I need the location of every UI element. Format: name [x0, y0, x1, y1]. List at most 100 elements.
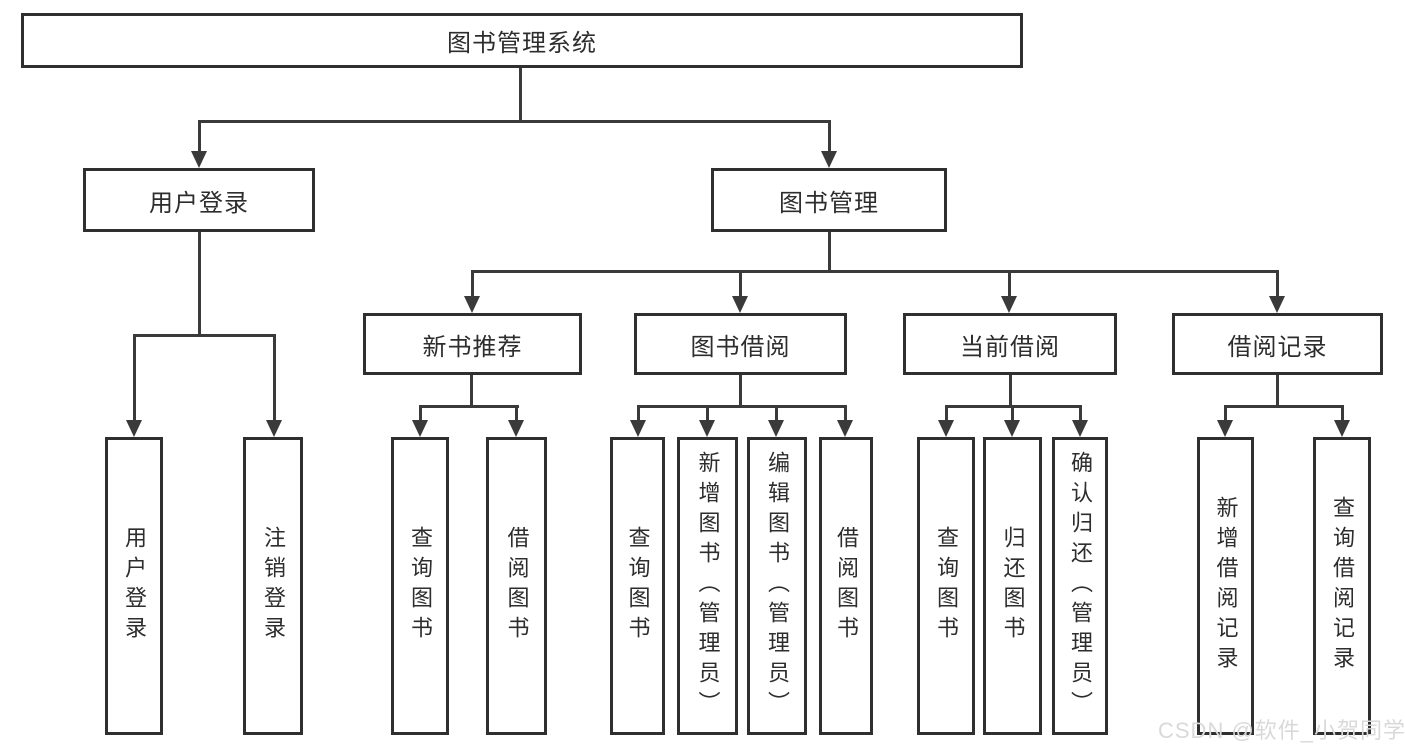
arrow-shaft [272, 334, 276, 423]
leaf-return-book: 归还图书 [983, 437, 1042, 735]
node-borrow-records: 借阅记录 [1172, 313, 1383, 375]
arrow-to-book-management [821, 120, 837, 168]
arrow-to-borrow-book-1 [508, 405, 524, 437]
connector-borrow-records-drop [1276, 375, 1279, 408]
leaf-confirm-return-admin: 确认归还（管理员） [1052, 437, 1108, 735]
arrow-head-icon [266, 420, 282, 437]
node-book-borrow-label: 图书借阅 [690, 333, 791, 361]
arrow-head-icon [821, 151, 837, 168]
arrow-to-book-borrow [732, 270, 748, 313]
node-library-system: 图书管理系统 [21, 13, 1023, 68]
node-current-borrow: 当前借阅 [903, 313, 1117, 375]
arrow-to-return-book [1004, 405, 1020, 437]
leaf-user-login: 用户登录 [105, 437, 163, 735]
connector-book-mgmt-span [471, 270, 1278, 273]
leaf-return-book-label: 归还图书 [1000, 526, 1026, 646]
leaf-add-book-admin: 新增图书（管理员） [677, 437, 738, 735]
arrow-head-icon [1001, 296, 1017, 313]
leaf-query-book-2-label: 查询图书 [625, 526, 651, 646]
arrow-to-new-books [464, 270, 480, 313]
arrow-head-icon [699, 420, 715, 437]
connector-book-borrow-drop [739, 375, 742, 408]
leaf-add-book-admin-label: 新增图书（管理员） [695, 451, 721, 721]
leaf-query-borrow-record: 查询借阅记录 [1313, 437, 1371, 735]
leaf-logout-label: 注销登录 [261, 526, 286, 646]
arrow-to-user-login [191, 120, 207, 168]
arrow-to-add-book [699, 405, 715, 437]
arrow-shaft [1223, 405, 1227, 423]
arrow-to-query-book-3 [938, 405, 954, 437]
arrow-to-current-borrow [1001, 270, 1017, 313]
leaf-borrow-book-2-label: 借阅图书 [834, 526, 859, 646]
leaf-edit-book-admin-label: 编辑图书（管理员） [765, 451, 790, 721]
arrow-to-query-record [1334, 405, 1350, 437]
arrow-shaft [132, 334, 136, 423]
node-user-login: 用户登录 [83, 168, 315, 232]
leaf-borrow-book-1-label: 借阅图书 [504, 526, 530, 646]
arrow-shaft [827, 120, 831, 154]
arrow-to-login [126, 334, 142, 437]
csdn-watermark: CSDN @软件_小贺同学 [1158, 718, 1405, 743]
arrow-head-icon [412, 420, 428, 437]
arrow-shaft [1340, 405, 1344, 423]
arrow-head-icon [837, 420, 853, 437]
node-current-borrow-label: 当前借阅 [960, 333, 1060, 361]
arrow-head-icon [1334, 420, 1350, 437]
node-new-books: 新书推荐 [363, 313, 582, 375]
arrow-shaft [1010, 405, 1014, 423]
arrow-shaft [705, 405, 709, 423]
arrow-shaft [636, 405, 640, 423]
arrow-head-icon [191, 151, 207, 168]
node-new-books-label: 新书推荐 [422, 333, 523, 361]
arrow-to-confirm-return [1072, 405, 1088, 437]
node-library-system-label: 图书管理系统 [447, 30, 597, 57]
node-borrow-records-label: 借阅记录 [1227, 333, 1328, 361]
leaf-borrow-book-1: 借阅图书 [486, 437, 547, 735]
arrow-shaft [470, 270, 474, 299]
arrow-shaft [1007, 270, 1011, 299]
arrow-head-icon [732, 296, 748, 313]
arrow-to-query-book-1 [412, 405, 428, 437]
arrow-shaft [944, 405, 948, 423]
arrow-to-borrow-book-2 [837, 405, 853, 437]
leaf-query-book-1-label: 查询图书 [408, 526, 433, 646]
connector-new-books-drop [470, 375, 473, 408]
leaf-confirm-return-admin-label: 确认归还（管理员） [1068, 451, 1093, 721]
connector-root-drop [519, 68, 522, 123]
leaf-query-book-3-label: 查询图书 [934, 526, 959, 646]
arrow-shaft [418, 405, 422, 423]
leaf-add-borrow-record-label: 新增借阅记录 [1213, 496, 1239, 676]
arrow-shaft [774, 405, 778, 423]
arrow-head-icon [1269, 296, 1285, 313]
connector-user-login-span [133, 334, 276, 337]
arrow-head-icon [630, 420, 646, 437]
arrow-to-add-record [1217, 405, 1233, 437]
arrow-to-edit-book [768, 405, 784, 437]
leaf-query-borrow-record-label: 查询借阅记录 [1330, 496, 1355, 676]
node-book-management-label: 图书管理 [779, 189, 879, 217]
connector-book-mgmt-drop [828, 232, 831, 273]
leaf-logout: 注销登录 [243, 437, 303, 735]
leaf-user-login-label: 用户登录 [122, 526, 147, 646]
leaf-borrow-book-2: 借阅图书 [819, 437, 873, 735]
node-user-login-label: 用户登录 [149, 189, 249, 217]
connector-user-login-drop [198, 232, 201, 337]
connector-root-span [198, 120, 831, 123]
leaf-edit-book-admin: 编辑图书（管理员） [747, 437, 807, 735]
leaf-query-book-3: 查询图书 [917, 437, 975, 735]
node-book-borrow: 图书借阅 [634, 313, 847, 375]
arrow-head-icon [464, 296, 480, 313]
arrow-to-query-book-2 [630, 405, 646, 437]
arrow-head-icon [768, 420, 784, 437]
arrow-head-icon [508, 420, 524, 437]
arrow-head-icon [126, 420, 142, 437]
leaf-add-borrow-record: 新增借阅记录 [1197, 437, 1254, 735]
connector-current-borrow-drop [1009, 375, 1012, 408]
arrow-head-icon [1072, 420, 1088, 437]
arrow-shaft [1078, 405, 1082, 423]
arrow-shaft [738, 270, 742, 299]
arrow-shaft [843, 405, 847, 423]
connector-borrow-records-span [1224, 405, 1344, 408]
leaf-query-book-1: 查询图书 [391, 437, 449, 735]
